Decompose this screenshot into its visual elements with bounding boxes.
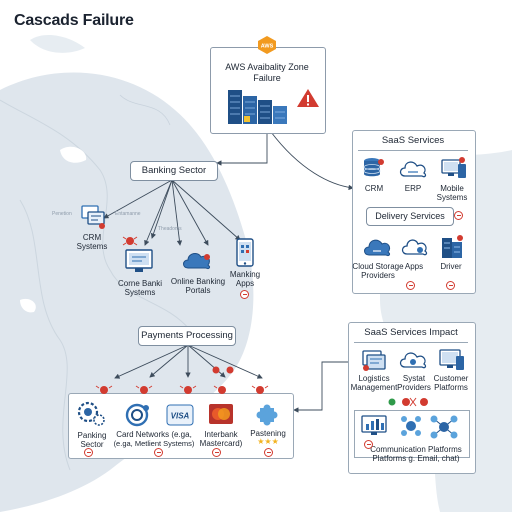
crm-systems-icon [81, 205, 105, 229]
cloud-storage-icon [364, 239, 391, 257]
interbank-label-2: Mastercard) [199, 439, 243, 448]
systat-label-1: Systat [402, 374, 426, 383]
online-banking-label-1: Online Banking [170, 277, 226, 286]
server-rack-icon [228, 90, 287, 124]
error-icon [364, 440, 373, 449]
logistics-icon [362, 350, 386, 371]
logistics-label-1: Logistics [358, 374, 390, 383]
crm-systems-label-2: Systems [76, 242, 108, 251]
alert-icons [95, 366, 269, 394]
database-icon [363, 158, 384, 177]
chart-monitor-icon [361, 415, 387, 435]
alert-icons [388, 397, 428, 407]
card-networks-label-1: Card Networks (e.ga, [116, 430, 192, 439]
banking-sector-header: Banking Sector [130, 161, 218, 181]
cloud-icon [183, 252, 210, 270]
visa-icon: VISA [166, 404, 194, 426]
error-icon [264, 448, 273, 457]
pastening-label: Pastening [250, 429, 286, 438]
network-icon [125, 403, 149, 427]
core-banking-label-1: Corne Banki [117, 279, 163, 288]
error-icon [212, 448, 221, 457]
customer-platforms-label-1: Customer [433, 374, 469, 383]
page-title: Cascads Failure [14, 12, 134, 29]
customer-platforms-label-2: Platforms [434, 383, 468, 392]
crm-systems-label-1: CRM [82, 233, 102, 242]
gear-icon [77, 401, 105, 426]
svg-text:VISA: VISA [171, 412, 190, 421]
panking-sector-label-2: Sector [80, 440, 104, 449]
mobile-banking-label-1: Manking [229, 270, 261, 279]
network-icon [401, 416, 421, 436]
delivery-services-header: Delivery Services [366, 207, 454, 226]
network-icon [430, 415, 458, 439]
cloud-storage-label-2: Providers [361, 271, 395, 280]
cloud-storage-label-1: Cloud Storage [352, 262, 404, 271]
error-icon [454, 211, 463, 220]
puzzle-icon [256, 404, 278, 426]
monitor-icon [441, 157, 466, 178]
saas-mobile-label-1: Mobile [440, 184, 464, 193]
card-networks-label-2: (e.ga, Metlient Systems) [113, 439, 195, 448]
mastercard-icon [209, 404, 233, 424]
rating-stars: ★★★ [257, 437, 279, 446]
payments-processing-header: Payments Processing [138, 326, 236, 346]
aws-icon: AWS [258, 36, 276, 54]
svg-text:AWS: AWS [261, 44, 274, 50]
alert-icon [122, 236, 138, 246]
driver-label: Driver [440, 262, 462, 271]
mobile-banking-label-2: Apps [235, 279, 255, 288]
systat-label-2: Providers [397, 383, 431, 392]
error-icon [446, 281, 455, 290]
faint-map-label: Theadoms [158, 226, 182, 232]
divider [358, 150, 468, 151]
error-icon [84, 448, 93, 457]
core-banking-icon [125, 249, 153, 272]
saas-crm-label: CRM [364, 184, 384, 193]
panking-sector-label-1: Panking [77, 431, 107, 440]
aws-title-line1: AWS Avaibality Zone [225, 62, 309, 72]
core-banking-label-2: Systems [124, 288, 156, 297]
error-icon [240, 290, 249, 299]
aws-title-line2: Failure [253, 73, 281, 83]
error-icon [154, 448, 163, 457]
divider [354, 342, 468, 343]
saas-mobile-label-2: Systems [436, 193, 468, 202]
phone-icon [236, 238, 254, 267]
apps-label: Apps [404, 262, 424, 271]
cloud-icon [399, 352, 427, 369]
server-icon [442, 235, 463, 258]
saas-services-header: SaaS Services [381, 135, 445, 146]
faint-map-label: Penetion [52, 211, 72, 217]
communication-label-1: Communication Platforms [370, 445, 462, 454]
faint-map-label: Entamanne [115, 211, 141, 217]
saas-impact-header: SaaS Services Impact [364, 327, 458, 338]
interbank-label-1: Interbank [204, 430, 238, 439]
cloud-icon [401, 239, 428, 256]
cloud-icon [399, 161, 427, 178]
error-icon [406, 281, 415, 290]
payments-box [68, 393, 294, 459]
communication-label-2: Platforms g. Email, chat) [372, 454, 460, 463]
online-banking-label-2: Portals [185, 286, 211, 295]
logistics-label-2: Management [350, 383, 398, 392]
saas-erp-label: ERP [404, 184, 422, 193]
monitor-icon [439, 349, 464, 370]
warning-icon [297, 89, 319, 107]
